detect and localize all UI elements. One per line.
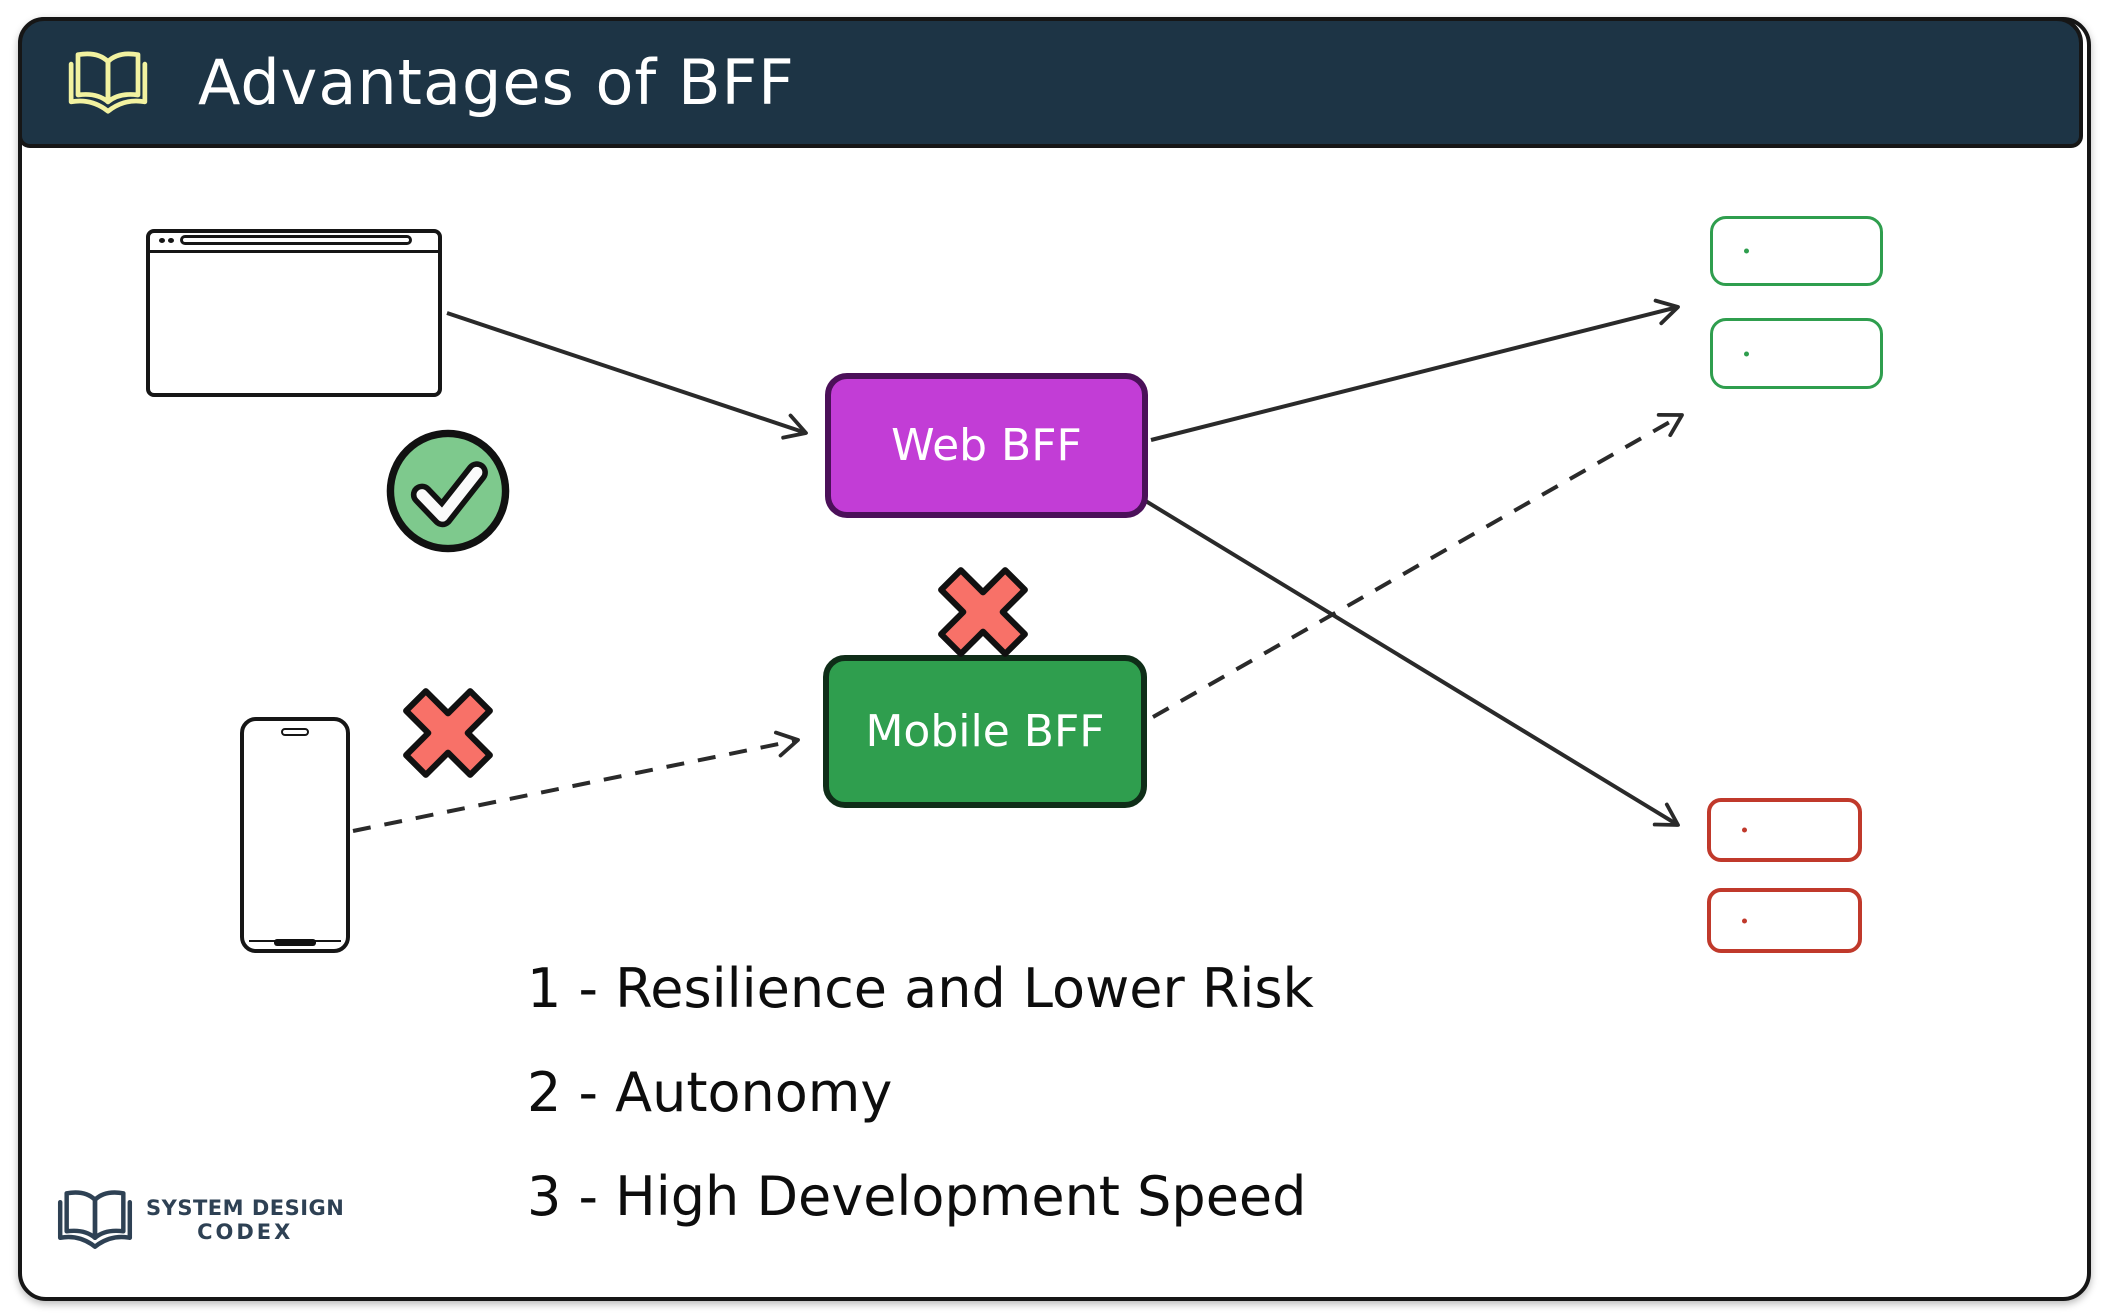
mobile-bff-node: Mobile BFF xyxy=(823,655,1147,808)
browser-toolbar xyxy=(150,233,438,253)
web-bff-label: Web BFF xyxy=(891,420,1082,471)
check-circle-icon xyxy=(386,429,510,553)
advantages-list: 1 - Resilience and Lower Risk 2 - Autono… xyxy=(527,936,1314,1248)
service-box-green-1 xyxy=(1710,216,1883,286)
brand-logo-text: SYSTEM DESIGN CODEX xyxy=(146,1196,344,1244)
browser-address-bar xyxy=(180,235,412,245)
brand-logo: SYSTEM DESIGN CODEX xyxy=(52,1186,344,1254)
service-box-green-2 xyxy=(1710,318,1883,389)
cross-x-icon xyxy=(394,679,502,787)
advantage-item-2: 2 - Autonomy xyxy=(527,1060,893,1124)
book-icon xyxy=(52,1186,138,1254)
service-dot xyxy=(1742,827,1747,833)
brand-logo-line2: CODEX xyxy=(197,1220,294,1244)
service-dot xyxy=(1742,918,1747,923)
browser-nav-dot xyxy=(168,238,174,243)
book-icon xyxy=(64,47,152,119)
service-box-red-1 xyxy=(1707,798,1862,862)
phone-home-bar xyxy=(274,939,316,946)
page-title: Advantages of BFF xyxy=(198,46,795,119)
browser-window-icon xyxy=(146,229,442,397)
browser-nav-dot xyxy=(159,238,165,243)
service-dot xyxy=(1744,351,1749,356)
advantage-item-1: 1 - Resilience and Lower Risk xyxy=(527,956,1314,1020)
cross-x-icon xyxy=(929,558,1037,666)
service-dot xyxy=(1744,248,1749,254)
mobile-bff-label: Mobile BFF xyxy=(865,706,1105,757)
phone-speaker xyxy=(281,728,309,736)
title-bar: Advantages of BFF xyxy=(18,17,2083,148)
service-box-red-2 xyxy=(1707,888,1862,953)
advantage-item-3: 3 - High Development Speed xyxy=(527,1164,1307,1228)
mobile-phone-icon xyxy=(240,717,350,953)
brand-logo-line1: SYSTEM DESIGN xyxy=(146,1195,345,1220)
web-bff-node: Web BFF xyxy=(825,373,1148,518)
